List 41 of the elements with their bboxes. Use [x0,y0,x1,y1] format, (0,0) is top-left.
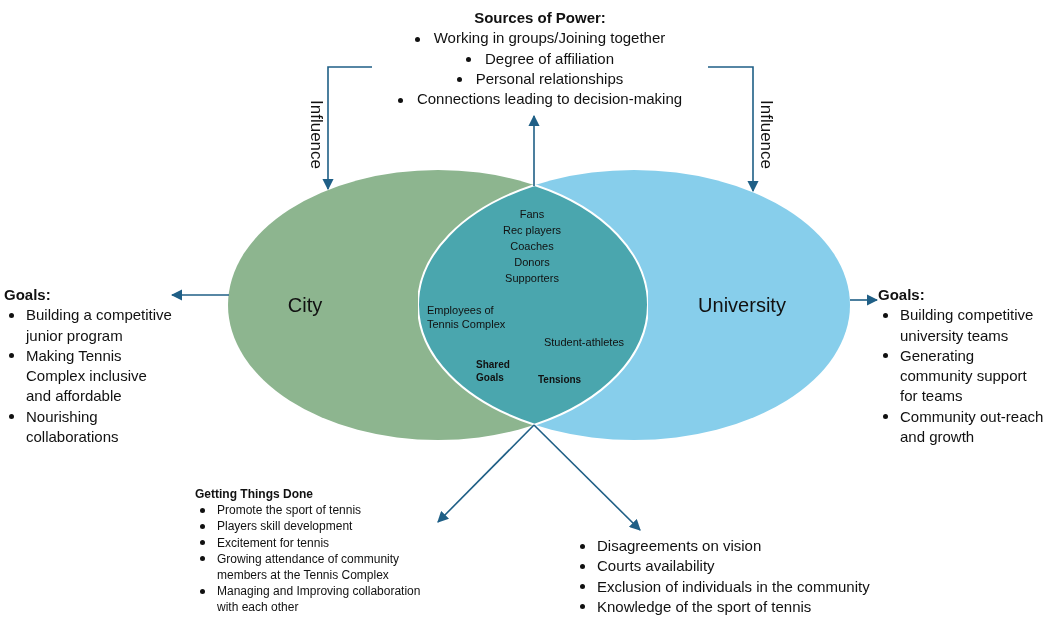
circle-label: City [287,293,323,318]
member-label: Rec players [502,223,562,238]
circle-label: University [698,293,786,318]
arrow [533,424,641,531]
bullet-item: Knowledge of the sport of tennis [597,597,812,615]
arrow [849,294,879,306]
arrow [707,66,759,193]
bullet-item: Players skill development [217,519,353,534]
bullet-item: Building competitive university teams [900,306,1034,344]
member-label: Employees of Tennis Complex [427,303,507,332]
bullet-item: Making Tennis Complex inclusive and affordable [26,346,147,405]
bullet-item: Connections leading to decision-making [416,90,683,107]
bullet-item: Managing and Improving collaboration with each other [217,584,421,615]
arrow [437,424,535,523]
bullet-item: Promote the sport of tennis [217,503,362,518]
bullet-item: Excitement for tennis [217,535,330,550]
heading: Getting Things Done [195,486,314,503]
arrow [528,114,540,187]
bullet-item: Building a competitive junior program [26,306,172,344]
bullet-item: Working in groups/Joining together [433,29,666,47]
bullet-item: Personal relationships [475,69,624,87]
member-label: Fans [519,207,545,222]
bullet-item: Nourishing collaborations [26,407,119,445]
heading: Goals: [4,285,52,305]
heading: Goals: [878,285,926,305]
member-label: Supporters [505,271,559,286]
member-label: Student-athletes [543,335,625,350]
bullet-item: Courts availability [597,557,715,575]
heading: Sources of Power: [473,8,607,28]
region-heading: Shared Goals [476,358,511,385]
arrow [322,66,373,191]
member-label: Coaches [510,239,554,254]
arrow [170,289,230,301]
region-heading: Tensions [538,373,583,387]
bullet-item: Disagreements on vision [597,537,762,554]
bullet-item: Generating community support for teams [900,346,1027,405]
bullet-item: Exclusion of individuals in the community [597,577,870,595]
bullet-item: Community out-reach and growth [900,407,1044,445]
bullet-item: Growing attendance of community members at the Tennis Complex [217,551,400,582]
member-label: Donors [514,255,550,270]
bullet-item: Degree of affiliation [485,49,614,67]
